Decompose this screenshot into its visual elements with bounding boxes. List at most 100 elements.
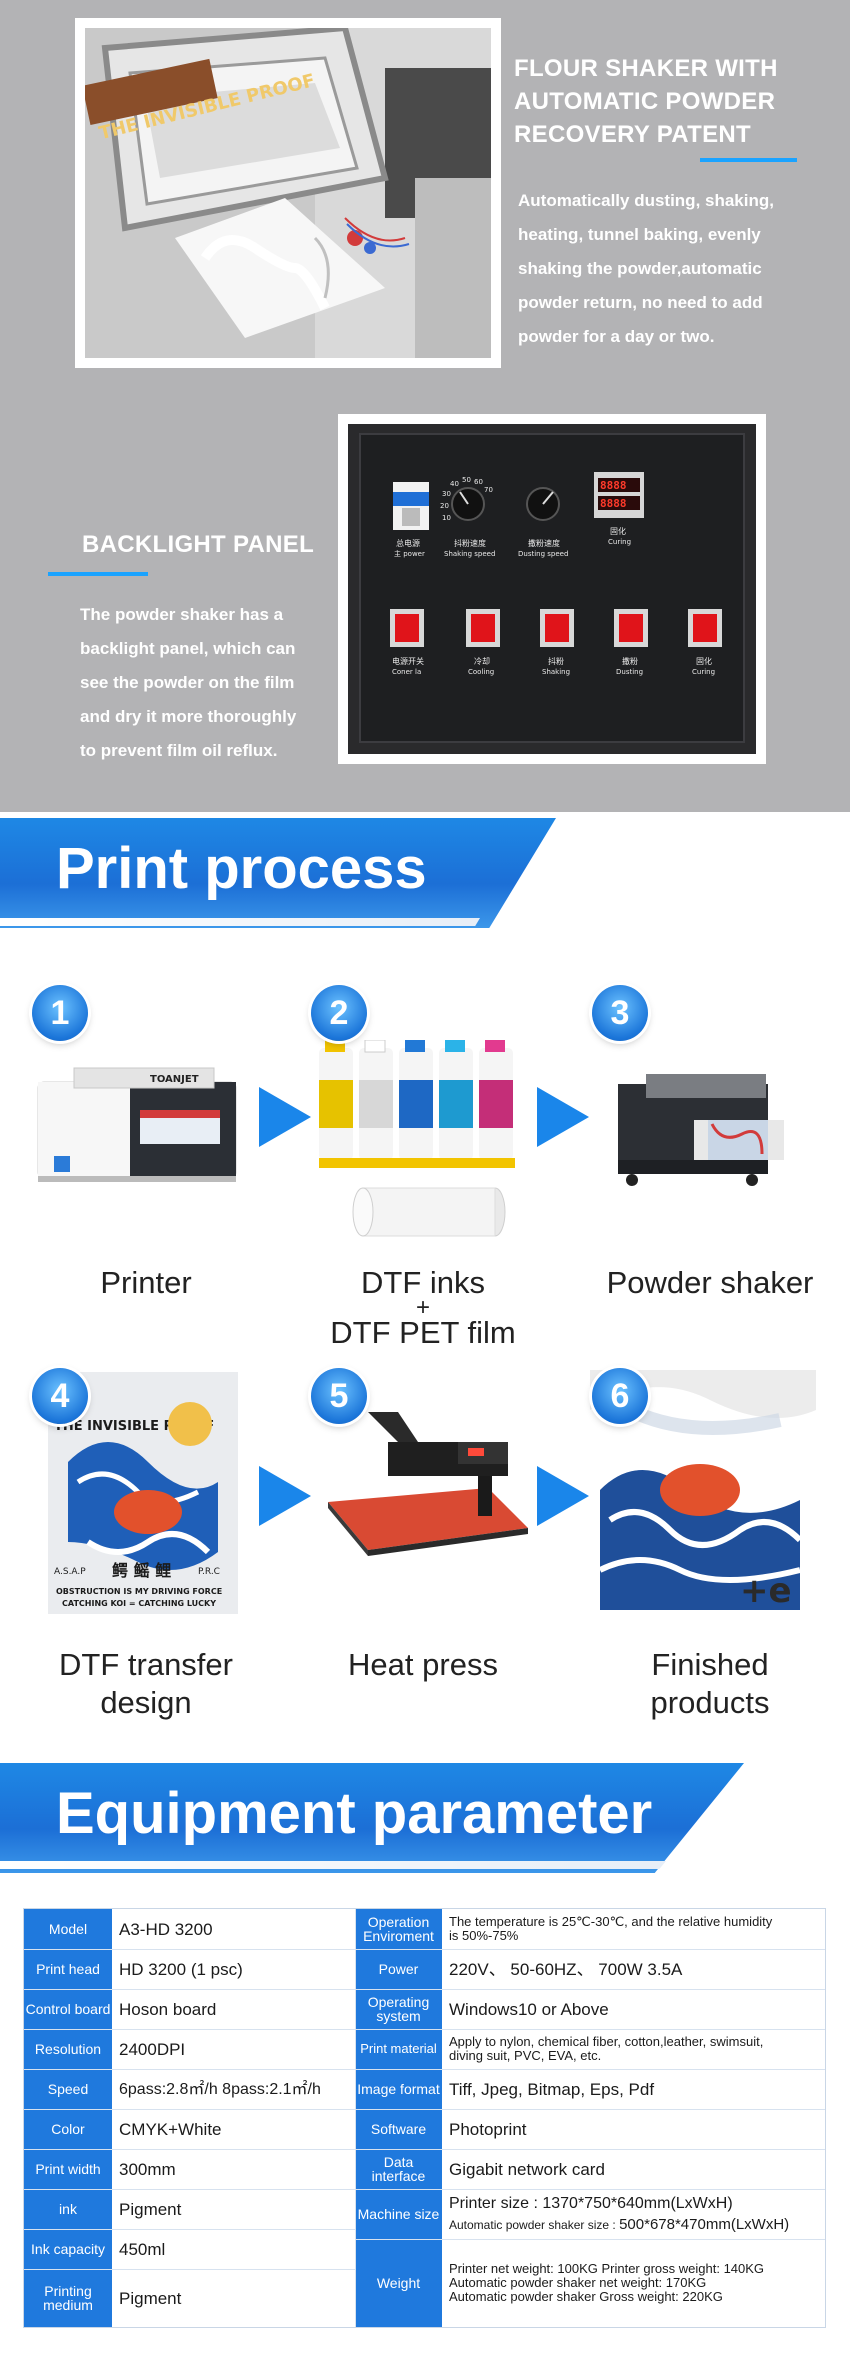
table-divider [355, 1909, 356, 2327]
step-5-label-line: Heat press [348, 1647, 498, 1682]
rocker-label-en: Coner la [392, 668, 421, 676]
row-divider [24, 2069, 825, 2070]
rocker-label-cn: 撒粉 [622, 656, 638, 666]
design-chinese: 鳄 鳐 鲤 [112, 1561, 171, 1580]
powder-shaker-image [618, 1074, 784, 1186]
param-value-line: The temperature is 25℃-30℃, and the rela… [449, 1914, 773, 1929]
table-key-column-right [355, 1909, 442, 2327]
param-key: Print head [36, 1961, 100, 1977]
param-key: Ink capacity [31, 2241, 105, 2257]
table-key-column-left [24, 1909, 112, 2327]
shaker-desc-line: powder return, no need to add [518, 293, 763, 312]
param-value: 2400DPI [119, 2039, 186, 2059]
shaker-title-line-1: FLOUR SHAKER WITH [514, 55, 778, 82]
backlight-desc-line: The powder shaker has a [80, 605, 284, 624]
param-value: Printer size : 1370*750*640mm(LxWxH) Aut… [442, 2189, 825, 2239]
table-row: Print head HD 3200 (1 psc) [24, 1949, 825, 1989]
table-row: ink Pigment [24, 2189, 825, 2229]
param-key: Data interface [371, 2154, 426, 2184]
panel-label-en: Dusting speed [518, 550, 568, 558]
param-key-line: Operating [367, 1994, 430, 2010]
control-panel-illustration: 总电源 主 power 10 20 30 40 50 60 70 抖粉速度 Sh… [348, 424, 756, 754]
shaker-photo: THE INVISIBLE PROOF [85, 28, 491, 358]
param-key-line: Operation [367, 1914, 430, 1930]
step-2-badge: 2 [311, 985, 367, 1041]
row-divider [24, 2269, 355, 2270]
rocker-label-en: Cooling [468, 668, 494, 676]
step-2-label-line: DTF inks [361, 1265, 485, 1300]
rocker-label-cn: 冷却 [474, 656, 490, 666]
inks-film-image [319, 1040, 515, 1237]
param-value: Hoson board [119, 1999, 217, 2019]
table-row: Machine size Printer size : 1370*750*640… [24, 2189, 825, 2239]
param-key: Power [378, 1961, 419, 1977]
step-1-label-line: Printer [100, 1265, 192, 1300]
param-value-line: Automatic powder shaker net weight: 170K… [449, 2275, 707, 2290]
step-4-arrow [259, 1466, 311, 1526]
step-5-arrow [537, 1466, 589, 1526]
backlight-feature-title: BACKLIGHT PANEL [82, 531, 315, 558]
panel-label-en: 主 power [394, 549, 425, 558]
shaker-title-underline [700, 158, 797, 162]
param-value-prefix: Automatic powder shaker size : [449, 2217, 620, 2232]
row-divider [355, 2239, 825, 2240]
shaker-title-line-2: AUTOMATIC POWDER [514, 88, 776, 115]
parameter-table: Model A3-HD 3200 Print head HD 3200 (1 p… [23, 1908, 826, 2328]
backlight-desc-line: to prevent film oil reflux. [80, 741, 278, 760]
param-key-line: Enviroment [363, 1928, 434, 1944]
step-6-badge: 6 [592, 1368, 648, 1424]
param-key: Machine size [357, 2206, 440, 2222]
row-divider [24, 2149, 825, 2150]
panel-label-en: Curing [608, 538, 631, 546]
shaker-desc-line: shaking the powder,automatic [518, 259, 762, 278]
row-divider [24, 2229, 355, 2230]
design-tagline-2: CATCHING KOI = CATCHING LUCKY [62, 1599, 216, 1608]
printer-image: TOANJET [37, 1067, 237, 1182]
shaker-illustration: THE INVISIBLE PROOF [85, 28, 491, 358]
shaker-desc-line: heating, tunnel baking, evenly [518, 225, 761, 244]
param-value: 450ml [119, 2239, 166, 2259]
table-row: Software Photoprint [24, 2109, 825, 2149]
rocker-label-en: Curing [692, 668, 715, 676]
table-row: Print material Apply to nylon, chemical … [24, 2029, 825, 2069]
table-row: Data interface Gigabit network card [24, 2149, 825, 2189]
backlight-desc-line: backlight panel, which can [80, 639, 296, 658]
step-2-label: DTF inks + DTF PET film [293, 1264, 553, 1352]
print-process-title: Print process [56, 836, 427, 901]
meter-readout-top: 8888 [600, 479, 627, 492]
param-value: 6pass:2.8㎡/h 8pass:2.1㎡/h [119, 2080, 321, 2098]
param-value-line: Apply to nylon, chemical fiber, cotton,l… [449, 2034, 764, 2049]
banner-background [0, 818, 556, 928]
param-value: Pigment [119, 2288, 182, 2308]
rocker-label-cn: 抖粉 [548, 656, 564, 666]
param-key-line: system [376, 2008, 421, 2024]
row-divider [24, 2029, 825, 2030]
param-value-line: diving suit, PVC, EVA, etc. [449, 2048, 602, 2063]
meter-readout-bottom: 8888 [600, 497, 627, 510]
param-key: Print material [360, 2041, 437, 2056]
param-value: Printer net weight: 100KG Printer gross … [442, 2239, 825, 2327]
shaker-desc-line: Automatically dusting, shaking, [518, 191, 774, 210]
param-value-line: Printer net weight: 100KG Printer gross … [449, 2261, 765, 2276]
table-row: Weight Printer net weight: 100KG Printer… [24, 2239, 825, 2327]
param-value: A3-HD 3200 [119, 1919, 213, 1939]
shaker-desc-line: powder for a day or two. [518, 327, 715, 346]
banner-stripe [0, 1861, 666, 1869]
param-key: Control board [25, 2001, 111, 2017]
shaker-title-line-3: RECOVERY PATENT [514, 121, 751, 148]
param-value: 300mm [119, 2159, 176, 2179]
param-key-line: Printing [44, 2283, 92, 2299]
backlight-desc-line: see the powder on the film [80, 673, 295, 692]
backlight-title-underline [48, 572, 148, 576]
param-key: Print width [35, 2161, 101, 2177]
table-row: Model A3-HD 3200 [24, 1909, 825, 1949]
panel-label-cn: 总电源 [396, 538, 420, 548]
param-value-line: Printer size : 1370*750*640mm(LxWxH) [449, 2194, 733, 2212]
control-panel-photo: 总电源 主 power 10 20 30 40 50 60 70 抖粉速度 Sh… [348, 424, 756, 754]
table-row: Speed 6pass:2.8㎡/h 8pass:2.1㎡/h [24, 2069, 825, 2109]
shaker-feature-title: FLOUR SHAKER WITH AUTOMATIC POWDER RECOV… [514, 52, 844, 151]
shaker-feature-description: Automatically dusting, shaking, heating,… [518, 184, 848, 354]
step-3-label-line: Powder shaker [606, 1265, 814, 1300]
panel-label-cn: 固化 [610, 526, 626, 536]
step-5-badge: 5 [311, 1368, 367, 1424]
